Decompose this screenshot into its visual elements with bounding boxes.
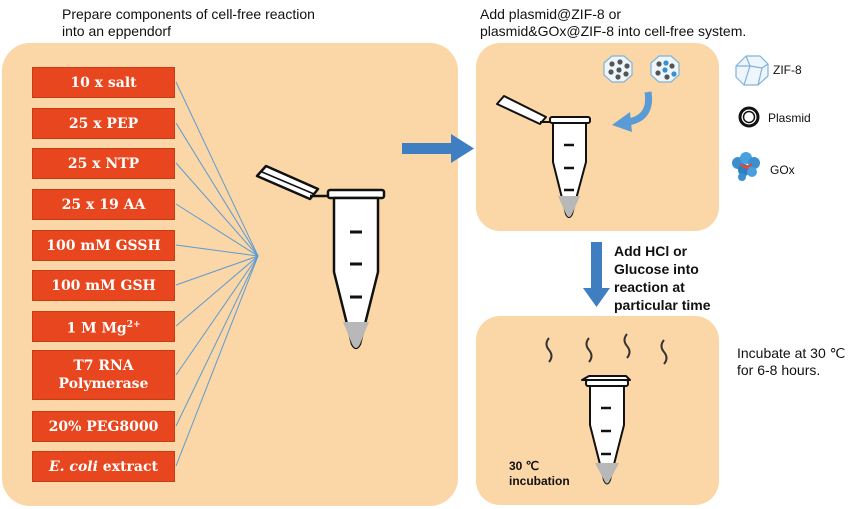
component-t7-rna-polymerase: T7 RNA Polymerase [32, 350, 175, 400]
fan-line [175, 255, 259, 376]
fan-line [175, 244, 259, 257]
fan-line [175, 203, 259, 257]
step3-line3: reaction at [614, 279, 685, 295]
fan-line [175, 122, 259, 257]
component-gsh: 100 mM GSH [32, 270, 175, 301]
fan-line [175, 81, 259, 257]
component-mg: 1 M Mg2+ [32, 311, 175, 342]
legend-gox-label: GOx [770, 163, 795, 177]
step4-caption: Incubate at 30 ℃ for 6-8 hours. [737, 345, 845, 379]
component-label: 1 M Mg2+ [66, 316, 140, 338]
component-label-line1: T7 RNA [73, 358, 134, 374]
component-label-main: 1 M Mg [66, 320, 127, 337]
step3-line1: Add HCl or [614, 243, 688, 259]
component-label: 10 x salt [70, 74, 137, 91]
step1-caption-line1: Prepare components of cell-free reaction [62, 6, 315, 22]
legend-zif8-label: ZIF-8 [773, 63, 802, 77]
step2-caption-line2: plasmid&GOx@ZIF-8 into cell-free system. [480, 23, 747, 39]
step4-caption-line2: for 6-8 hours. [737, 362, 821, 378]
fan-line [175, 162, 259, 257]
component-label: 25 x 19 AA [61, 196, 146, 213]
step3-line4: particular time [614, 297, 711, 313]
step3-instruction: Add HCl or Glucose into reaction at part… [614, 242, 710, 314]
component-label-line2: Polymerase [58, 376, 149, 392]
component-gssh: 100 mM GSSH [32, 230, 175, 261]
tube-label-line2: incubation [509, 474, 570, 488]
component-25x-ntp: 25 x NTP [32, 148, 175, 179]
step1-caption: Prepare components of cell-free reaction… [62, 6, 315, 40]
component-10x-salt: 10 x salt [32, 67, 175, 98]
fan-line [175, 255, 259, 427]
component-label-main: extract [97, 458, 158, 475]
component-peg8000: 20% PEG8000 [32, 411, 175, 442]
component-label: 100 mM GSSH [46, 237, 161, 254]
fan-line [175, 255, 259, 286]
component-ecoli-extract: E. coli extract [32, 451, 175, 482]
step2-caption-line1: Add plasmid@ZIF-8 or [480, 6, 622, 22]
step4-caption-line1: Incubate at 30 ℃ [737, 345, 846, 361]
component-label-italic: E. coli [49, 458, 98, 475]
component-label: E. coli extract [49, 458, 158, 476]
step1-caption-line2: into an eppendorf [62, 23, 171, 39]
component-label: 25 x NTP [67, 155, 140, 172]
component-25x-pep: 25 x PEP [32, 108, 175, 139]
component-label: 100 mM GSH [51, 277, 156, 294]
fan-line [175, 255, 259, 327]
component-label: 25 x PEP [68, 115, 139, 132]
step2-caption: Add plasmid@ZIF-8 or plasmid&GOx@ZIF-8 i… [480, 6, 746, 40]
tube-incubation-label: 30 ℃ incubation [509, 459, 570, 489]
component-25x-19aa: 25 x 19 AA [32, 189, 175, 220]
legend-plasmid-label: Plasmid [768, 111, 811, 125]
tube-label-line1: 30 ℃ [509, 459, 540, 473]
component-label-sup: 2+ [126, 319, 141, 330]
fan-line [175, 255, 259, 467]
component-label: 20% PEG8000 [48, 418, 159, 435]
step3-line2: Glucose into [614, 261, 699, 277]
